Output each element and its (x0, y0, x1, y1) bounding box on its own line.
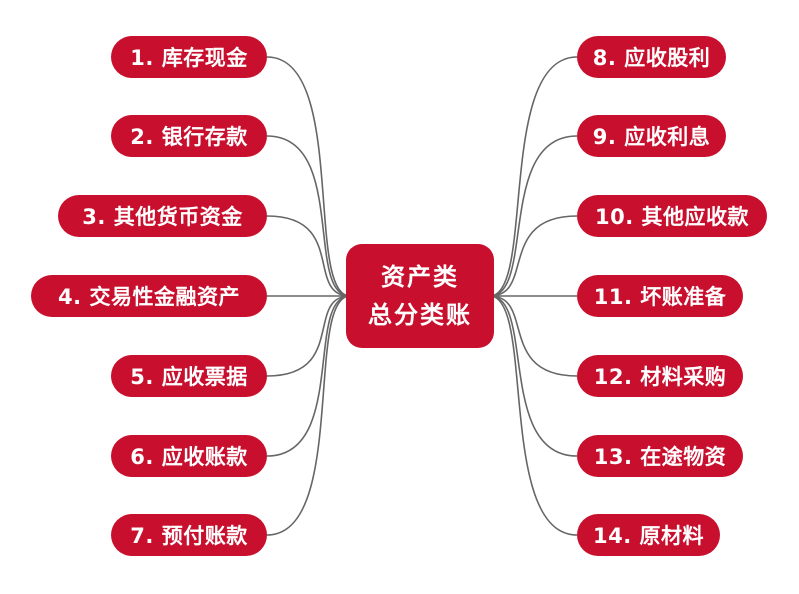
left-node-2: 2. 银行存款 (111, 115, 267, 157)
right-connector-8 (489, 56, 578, 297)
left-connector-1 (266, 56, 351, 297)
right-node-13: 13. 在途物资 (577, 435, 743, 477)
center-node: 资产类 总分类账 (346, 244, 494, 348)
left-node-1: 1. 库存现金 (111, 36, 267, 78)
right-node-12: 12. 材料采购 (577, 355, 743, 397)
left-connector-6 (266, 295, 351, 457)
left-node-3: 3. 其他货币资金 (58, 195, 267, 237)
right-connector-13 (489, 295, 578, 457)
right-node-14: 14. 原材料 (577, 514, 720, 556)
right-connector-14 (489, 295, 578, 536)
left-connector-3 (266, 215, 351, 297)
right-connector-10 (489, 215, 578, 297)
left-node-7: 7. 预付账款 (111, 514, 267, 556)
right-node-11: 11. 坏账准备 (577, 275, 743, 317)
left-node-6: 6. 应收账款 (111, 435, 267, 477)
left-connector-5 (266, 295, 351, 377)
right-node-10: 10. 其他应收款 (577, 195, 767, 237)
left-connector-7 (266, 295, 351, 536)
left-connector-2 (266, 135, 351, 297)
right-node-9: 9. 应收利息 (577, 115, 726, 157)
center-node-line2: 总分类账 (368, 301, 472, 329)
right-node-8: 8. 应收股利 (577, 36, 726, 78)
left-node-4: 4. 交易性金融资产 (31, 275, 267, 317)
right-connector-12 (489, 295, 578, 377)
left-node-5: 5. 应收票据 (111, 355, 267, 397)
right-connector-9 (489, 135, 578, 297)
center-node-line1: 资产类 (381, 263, 459, 291)
